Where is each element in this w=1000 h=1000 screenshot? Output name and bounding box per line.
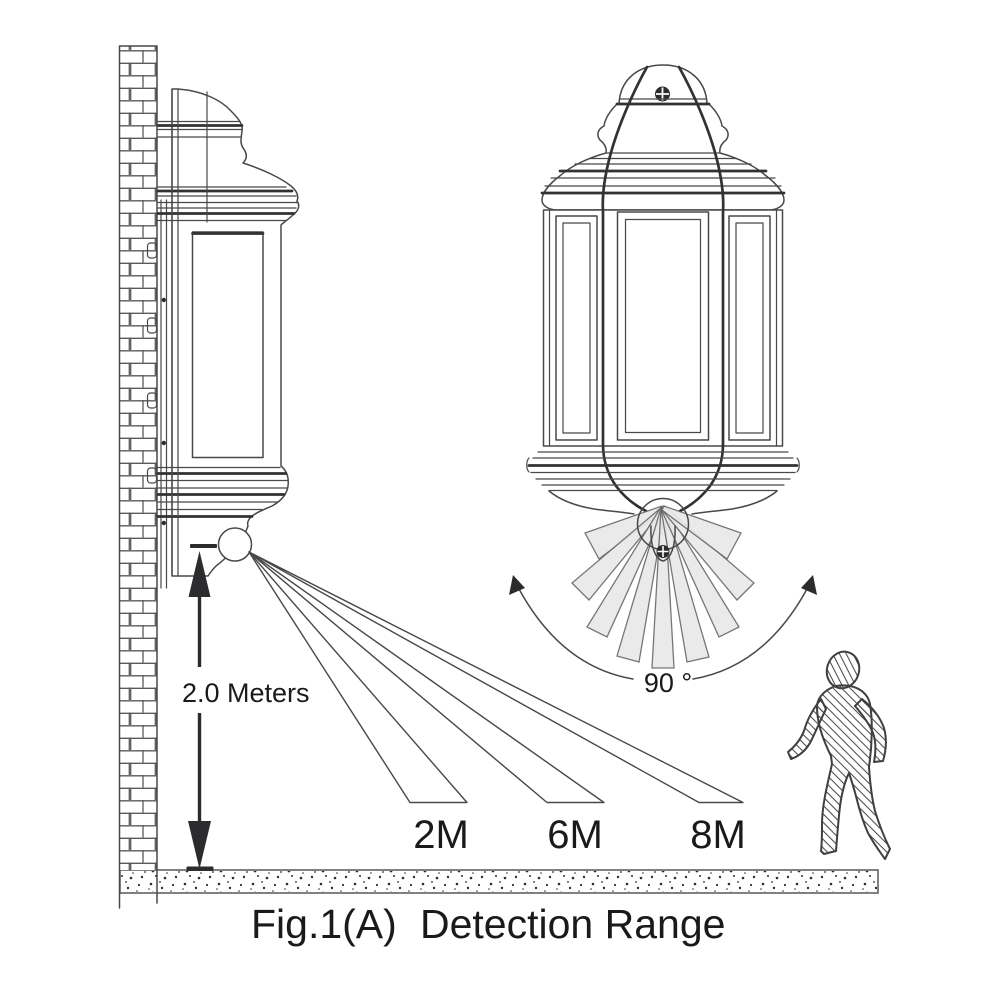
screw-dot xyxy=(161,520,166,526)
front-panel-right xyxy=(728,215,771,441)
brick-pattern xyxy=(119,46,157,870)
caption: Fig.1(A) Detection Range xyxy=(251,901,725,947)
arc-right xyxy=(692,588,808,680)
clip-tab xyxy=(146,392,158,409)
clip-tab xyxy=(146,317,158,334)
arrow-down-icon xyxy=(188,821,211,869)
side-vertical-edges xyxy=(171,88,208,576)
detection-fan xyxy=(571,497,755,669)
clip-tab xyxy=(146,242,158,259)
fan-wedge xyxy=(661,505,742,560)
brick-wall xyxy=(118,45,158,909)
bell-hem-left xyxy=(548,490,635,515)
base-molding-lines xyxy=(526,451,800,492)
beam-8m xyxy=(248,551,744,804)
front-panel-right-inner xyxy=(735,222,764,434)
side-lantern-silhouette xyxy=(171,88,300,577)
beam-2m xyxy=(248,551,468,804)
range-label-8m: 8M xyxy=(690,813,746,857)
caption-figure-number: Fig.1(A) xyxy=(251,901,397,947)
sensor-screw-cross xyxy=(657,546,669,557)
arc-arrow-right-icon xyxy=(801,575,817,595)
detection-beams xyxy=(248,551,744,804)
mounting-plate xyxy=(146,199,168,589)
arc-left xyxy=(518,588,634,680)
finial-dome xyxy=(618,64,708,105)
screw-dot xyxy=(161,297,166,303)
lantern-side-view xyxy=(156,88,300,577)
person-body xyxy=(816,684,891,860)
cap-molding-bold xyxy=(540,102,786,195)
dimension-shaft-lower xyxy=(197,713,202,821)
range-label-6m: 6M xyxy=(547,813,603,857)
pir-sensor-side xyxy=(217,527,253,562)
ground-stipple-texture xyxy=(121,871,877,892)
arrow-up-icon xyxy=(188,551,211,597)
front-body-inner-edges xyxy=(548,209,778,447)
facet-edge-right xyxy=(677,65,725,513)
beam-6m xyxy=(248,551,605,804)
side-molding-lines-top xyxy=(157,120,299,222)
dimension-tick-bottom xyxy=(186,866,214,871)
mounting-height-label: 2.0 Meters xyxy=(182,678,310,708)
facet-edge-left xyxy=(601,65,649,513)
front-panel-left xyxy=(555,215,598,441)
angle-arc: 90 ° xyxy=(509,575,817,698)
side-glass-panel xyxy=(191,231,264,459)
cap-molding-lines xyxy=(544,98,782,211)
plate-lines xyxy=(160,199,168,589)
lantern-front-view xyxy=(526,64,800,515)
top-screw-cross xyxy=(656,87,669,101)
range-labels: 2M 6M 8M xyxy=(413,813,746,857)
front-panel-center-inner xyxy=(624,218,702,434)
front-panel-center xyxy=(616,211,710,441)
person-front-arm xyxy=(787,698,827,760)
side-molding-lines-bottom xyxy=(157,466,289,511)
height-dimension: 2.0 Meters xyxy=(182,544,310,871)
dimension-tick-top xyxy=(190,544,217,548)
detection-angle-label: 90 ° xyxy=(644,668,692,698)
walking-person xyxy=(787,650,891,860)
side-molding-bold-bottom xyxy=(156,472,288,518)
front-body xyxy=(542,209,784,447)
clip-tab xyxy=(146,467,158,484)
front-panel-left-inner xyxy=(562,222,591,434)
person-back-arm xyxy=(854,698,887,763)
bell-hem-right xyxy=(691,490,778,515)
arc-arrow-left-icon xyxy=(509,575,525,595)
range-label-2m: 2M xyxy=(413,813,469,857)
screw-dot xyxy=(161,440,166,446)
caption-title: Detection Range xyxy=(420,901,725,947)
sensor-lens-loop xyxy=(650,525,676,562)
ground xyxy=(119,869,879,894)
dimension-shaft-upper xyxy=(197,595,202,667)
